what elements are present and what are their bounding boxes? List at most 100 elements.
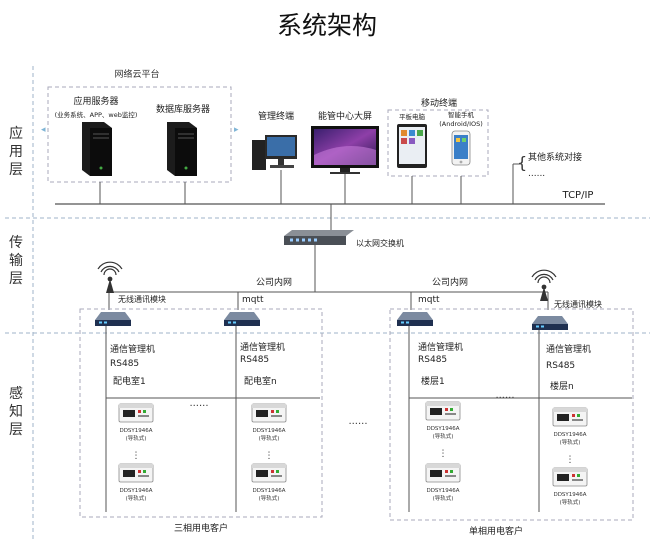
- meter-mount: (导轨式): [433, 494, 454, 502]
- gateway-floor-1: 楼层1: [421, 375, 445, 387]
- meter-model: DDSY1946A: [426, 488, 459, 494]
- meter-model: DDSY1946A: [252, 428, 285, 434]
- meter-vdots: ⋮: [566, 455, 575, 465]
- rs485-buses: [105, 326, 632, 512]
- meter-icon: [425, 463, 461, 483]
- tablet-icon: [397, 124, 427, 168]
- app-server-icon: [82, 122, 112, 176]
- gateway-name-3: 通信管理机: [418, 341, 463, 353]
- brace-icon: {: [517, 153, 527, 172]
- gateway-name-2: 通信管理机: [240, 341, 285, 353]
- intranet-lines: [108, 245, 549, 310]
- app-server-label: 应用服务器: [73, 95, 118, 107]
- ellipsis-three-phase: ......: [189, 398, 208, 409]
- layer-label-perception-2: 知: [9, 403, 23, 420]
- meter-icon: [251, 463, 287, 483]
- gateway-room-2: 配电室n: [244, 375, 277, 387]
- gateway-name-4: 通信管理机: [546, 343, 591, 355]
- gateway-icon-4: [532, 316, 568, 330]
- gateway-bus-4: RS485: [546, 361, 575, 371]
- tablet-label: 平板电脑: [399, 112, 426, 121]
- meter-column-2: DDSY1946A (导轨式) ⋮ DDSY1946A (导轨式): [251, 403, 287, 502]
- ethernet-switch-label: 以太网交换机: [356, 238, 404, 248]
- meter-icon: [552, 407, 588, 427]
- big-screen-label: 能管中心大屏: [318, 110, 372, 122]
- meter-column-1: DDSY1946A (导轨式) ⋮ DDSY1946A (导轨式): [118, 403, 154, 502]
- gateway-bus-2: RS485: [240, 355, 269, 365]
- tcpip-label: TCP/IP: [562, 190, 594, 201]
- meter-mount: (导轨式): [259, 434, 280, 442]
- layer-label-transport-1: 传: [9, 235, 23, 251]
- mobile-group-label: 移动终端: [421, 97, 457, 109]
- phone-os-label: (Android/IOS): [439, 120, 483, 128]
- meter-model: DDSY1946A: [553, 492, 586, 498]
- desktop-computer-icon: [252, 135, 297, 170]
- three-phase-customer-label: 三相用电客户: [174, 522, 228, 534]
- single-phase-customer-label: 单相用电客户: [469, 525, 523, 537]
- mqtt-label-right: mqtt: [418, 295, 440, 305]
- gateway-bus-3: RS485: [418, 355, 447, 365]
- meter-icon: [251, 403, 287, 423]
- cloud-box: [47, 86, 232, 183]
- meter-vdots: ⋮: [265, 451, 274, 461]
- wireless-tower-icon-left: [97, 261, 123, 294]
- meter-mount: (导轨式): [259, 494, 280, 502]
- layer-label-application-2: 用: [9, 144, 23, 160]
- other-systems-ellipsis: ......: [528, 169, 545, 179]
- db-server-icon: [167, 122, 197, 176]
- intranet-label-right: 公司内网: [432, 276, 468, 288]
- meter-vdots: ⋮: [439, 449, 448, 459]
- single-phase-group-box: [389, 308, 634, 521]
- phone-label: 智能手机: [448, 110, 475, 119]
- layer-label-application-1: 应: [9, 125, 23, 142]
- layer-label-transport-3: 层: [9, 271, 23, 287]
- meter-column-3: DDSY1946A (导轨式) ⋮ DDSY1946A (导轨式): [425, 401, 461, 502]
- app-server-detail: (业务系统、APP、web监控): [55, 110, 138, 119]
- mobile-group-box: [387, 109, 489, 177]
- meter-mount: (导轨式): [126, 434, 147, 442]
- application-connectors: [99, 163, 522, 234]
- meter-mount: (导轨式): [433, 432, 454, 440]
- meter-vdots: ⋮: [132, 451, 141, 461]
- meter-icon: [118, 463, 154, 483]
- meter-model: DDSY1946A: [426, 426, 459, 432]
- meter-model: DDSY1946A: [252, 488, 285, 494]
- gateway-room-1: 配电室1: [113, 375, 146, 387]
- layer-label-transport-2: 输: [9, 253, 23, 269]
- chevron-left-icon: ◂: [41, 125, 46, 135]
- gateway-icon-2: [224, 312, 260, 326]
- three-phase-group-box: [79, 308, 323, 518]
- other-systems-label: 其他系统对接: [528, 151, 582, 163]
- wireless-label-right: 无线通讯模块: [554, 299, 602, 309]
- gateway-icon-3: [397, 312, 433, 326]
- meter-icon: [552, 467, 588, 487]
- gateway-icon-1: [95, 312, 131, 326]
- chevron-right-icon: ▸: [234, 125, 239, 135]
- cloud-title: 网络云平台: [114, 68, 159, 80]
- gateway-bus-1: RS485: [110, 359, 139, 369]
- mgmt-terminal-label: 管理终端: [258, 110, 294, 122]
- meter-mount: (导轨式): [126, 494, 147, 502]
- meter-model: DDSY1946A: [119, 488, 152, 494]
- layer-label-application-3: 层: [9, 162, 23, 178]
- big-screen-icon: [311, 126, 379, 174]
- meter-column-4: DDSY1946A (导轨式) ⋮ DDSY1946A (导轨式): [552, 407, 588, 506]
- meter-model: DDSY1946A: [553, 432, 586, 438]
- layer-dividers: [5, 66, 650, 540]
- meter-model: DDSY1946A: [119, 428, 152, 434]
- layer-label-perception-1: 感: [9, 385, 23, 402]
- smartphone-icon: [451, 130, 471, 166]
- meter-icon: [425, 401, 461, 421]
- gateway-name-1: 通信管理机: [110, 343, 155, 355]
- gateway-floor-n: 楼层n: [550, 380, 574, 392]
- meter-icon: [118, 403, 154, 423]
- ethernet-switch-icon: [284, 230, 354, 245]
- meter-mount: (导轨式): [560, 498, 581, 506]
- ellipsis-single-phase: ......: [495, 390, 514, 401]
- db-server-label: 数据库服务器: [156, 103, 210, 115]
- wireless-tower-icon-right: [531, 269, 557, 302]
- wireless-label-left: 无线通讯模块: [118, 294, 166, 304]
- intranet-label-left: 公司内网: [256, 276, 292, 288]
- diagram-title: 系统架构: [277, 11, 377, 40]
